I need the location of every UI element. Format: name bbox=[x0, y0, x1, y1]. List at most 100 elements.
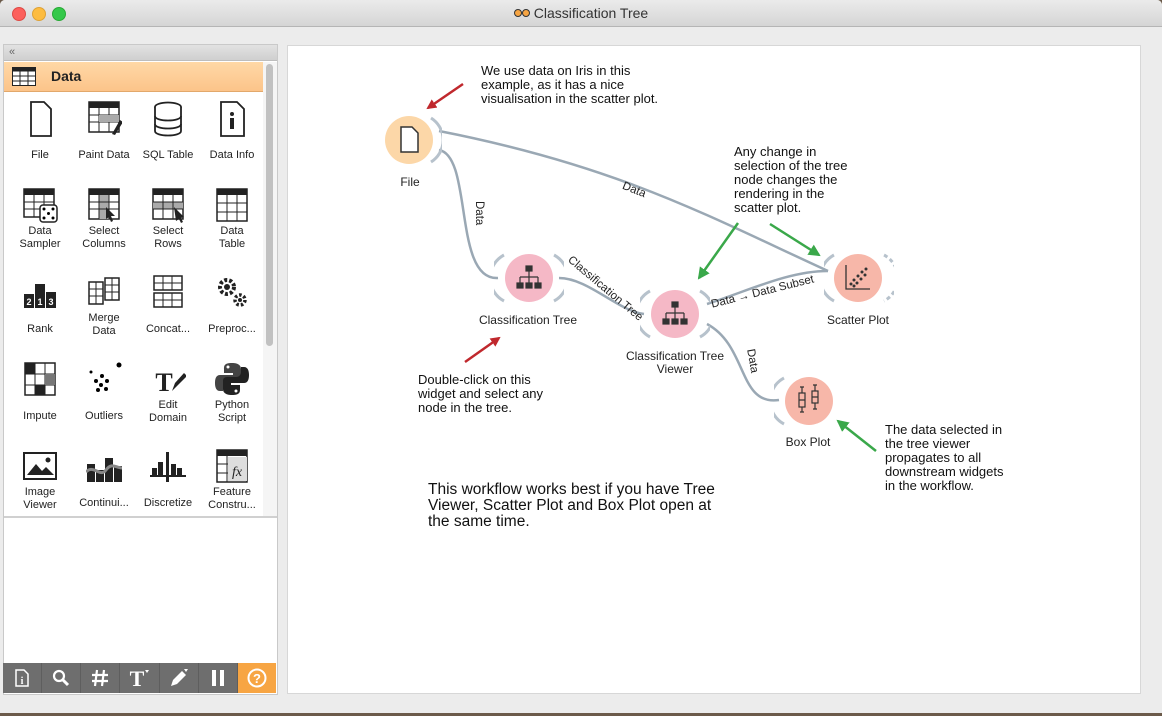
select-rows-icon bbox=[152, 188, 184, 223]
widget-data-table[interactable]: Data Table bbox=[200, 179, 263, 265]
widget-discretize[interactable]: Discretize bbox=[136, 440, 200, 518]
minimize-window-button[interactable] bbox=[32, 7, 46, 21]
dock-divider bbox=[4, 516, 277, 518]
text-annotation-button[interactable]: T bbox=[120, 663, 160, 693]
workflow-canvas[interactable]: Data Data Classification Tree Data → Dat… bbox=[287, 45, 1141, 694]
node-file[interactable] bbox=[380, 112, 442, 168]
box-plot-icon bbox=[798, 384, 819, 413]
widget-python-script[interactable]: Python Script bbox=[200, 353, 263, 439]
note-selection[interactable]: Any change in selection of the tree node… bbox=[734, 144, 848, 215]
note-propagates[interactable]: The data selected in the tree viewer pro… bbox=[885, 422, 1004, 493]
data-sampler-icon bbox=[23, 188, 58, 223]
outliers-icon bbox=[89, 362, 122, 392]
arrow-note-selection-scatter[interactable] bbox=[769, 222, 821, 257]
node-label-box-plot: Box Plot bbox=[785, 435, 831, 449]
data-table-icon bbox=[216, 188, 248, 222]
search-button[interactable] bbox=[42, 663, 82, 693]
svg-text:T: T bbox=[130, 668, 145, 688]
widget-merge-data[interactable]: Merge Data bbox=[72, 266, 136, 352]
link-file-tree[interactable] bbox=[438, 148, 499, 280]
widget-data-sampler[interactable]: Data Sampler bbox=[8, 179, 72, 265]
sql-table-icon bbox=[154, 101, 182, 137]
svg-text:3: 3 bbox=[48, 297, 53, 307]
feature-constructor-icon: fx bbox=[216, 449, 248, 483]
svg-text:2: 2 bbox=[26, 297, 31, 307]
widget-preprocess[interactable]: Preproc... bbox=[200, 266, 263, 352]
widget-label: Select Columns bbox=[82, 225, 126, 250]
widget-select-rows[interactable]: Select Rows bbox=[136, 179, 200, 265]
concatenate-icon bbox=[153, 275, 183, 308]
arrow-note-double-click[interactable] bbox=[464, 336, 501, 364]
node-tree-viewer[interactable] bbox=[640, 285, 710, 343]
info-icon: i bbox=[15, 669, 29, 687]
svg-text:T: T bbox=[155, 368, 172, 397]
widget-concatenate[interactable]: Concat... bbox=[136, 266, 200, 352]
node-label-classification-tree: Classification Tree bbox=[478, 313, 578, 327]
node-scatter-plot[interactable] bbox=[824, 249, 894, 307]
scrollbar-thumb[interactable] bbox=[266, 64, 273, 346]
paint-data-icon bbox=[88, 101, 122, 135]
link-tree-viewer[interactable] bbox=[558, 276, 645, 316]
arrow-annotation-button[interactable] bbox=[160, 663, 199, 693]
grid-button[interactable] bbox=[81, 663, 121, 693]
note-best[interactable]: This workflow works best if you have Tre… bbox=[428, 481, 715, 530]
widget-select-columns[interactable]: Select Columns bbox=[72, 179, 136, 265]
widget-outliers[interactable]: Outliers bbox=[72, 353, 136, 439]
pause-icon bbox=[211, 670, 224, 686]
svg-text:?: ? bbox=[253, 671, 261, 686]
category-data-header[interactable]: Data bbox=[4, 62, 263, 92]
search-icon bbox=[53, 669, 70, 687]
arrow-note-selection-viewer[interactable] bbox=[697, 222, 740, 280]
node-classification-tree[interactable] bbox=[494, 249, 564, 307]
widget-label: Data Sampler bbox=[19, 225, 61, 250]
widget-label: Data Table bbox=[218, 225, 246, 250]
continuize-icon bbox=[86, 458, 122, 482]
widget-continuize[interactable]: Continui... bbox=[72, 440, 136, 518]
widget-label: Python Script bbox=[214, 399, 250, 424]
widget-data-info[interactable]: Data Info bbox=[200, 92, 263, 178]
widget-file[interactable]: File bbox=[8, 92, 72, 178]
widget-label: Data Info bbox=[209, 149, 255, 161]
help-button[interactable]: ? bbox=[237, 663, 276, 693]
link-viewer-box[interactable] bbox=[706, 322, 780, 402]
link-file-scatter[interactable] bbox=[438, 129, 829, 273]
collapse-dock-button[interactable]: « bbox=[4, 45, 277, 61]
arrow-note-iris[interactable] bbox=[426, 82, 464, 110]
data-info-icon bbox=[220, 101, 245, 137]
window-title: Classification Tree bbox=[533, 5, 649, 21]
widget-image-viewer[interactable]: Image Viewer bbox=[8, 440, 72, 518]
links-layer bbox=[426, 82, 877, 452]
node-label-scatter-plot: Scatter Plot bbox=[826, 313, 890, 327]
widget-label: Merge Data bbox=[88, 312, 120, 337]
maximize-window-button[interactable] bbox=[52, 7, 66, 21]
python-script-icon bbox=[215, 363, 249, 395]
widget-label: Concat... bbox=[145, 323, 191, 335]
arrow-note-propagates[interactable] bbox=[836, 419, 877, 452]
info-button[interactable]: i bbox=[3, 663, 43, 693]
pause-button[interactable] bbox=[199, 663, 238, 693]
note-iris[interactable]: We use data on Iris in this example, as … bbox=[481, 63, 659, 106]
link-viewer-scatter[interactable] bbox=[706, 269, 829, 306]
widget-paint-data[interactable]: Paint Data bbox=[72, 92, 136, 178]
widget-label: Select Rows bbox=[152, 225, 184, 250]
widget-impute[interactable]: Impute bbox=[8, 353, 72, 439]
help-icon: ? bbox=[247, 668, 267, 688]
widget-sql-table[interactable]: SQL Table bbox=[136, 92, 200, 178]
category-label: Data bbox=[51, 68, 82, 84]
widget-label: Outliers bbox=[85, 410, 123, 422]
node-box-plot[interactable] bbox=[774, 372, 836, 430]
impute-icon bbox=[24, 362, 56, 396]
widget-label: Continui... bbox=[79, 497, 129, 509]
close-window-button[interactable] bbox=[12, 7, 26, 21]
widget-label: SQL Table bbox=[142, 149, 194, 161]
grid-icon bbox=[92, 669, 109, 687]
dock-scrollbar[interactable] bbox=[263, 62, 277, 517]
node-label-file: File bbox=[400, 175, 420, 189]
note-double-click[interactable]: Double-click on this widget and select a… bbox=[418, 372, 544, 415]
link-label-file-tree: Data bbox=[473, 201, 485, 226]
